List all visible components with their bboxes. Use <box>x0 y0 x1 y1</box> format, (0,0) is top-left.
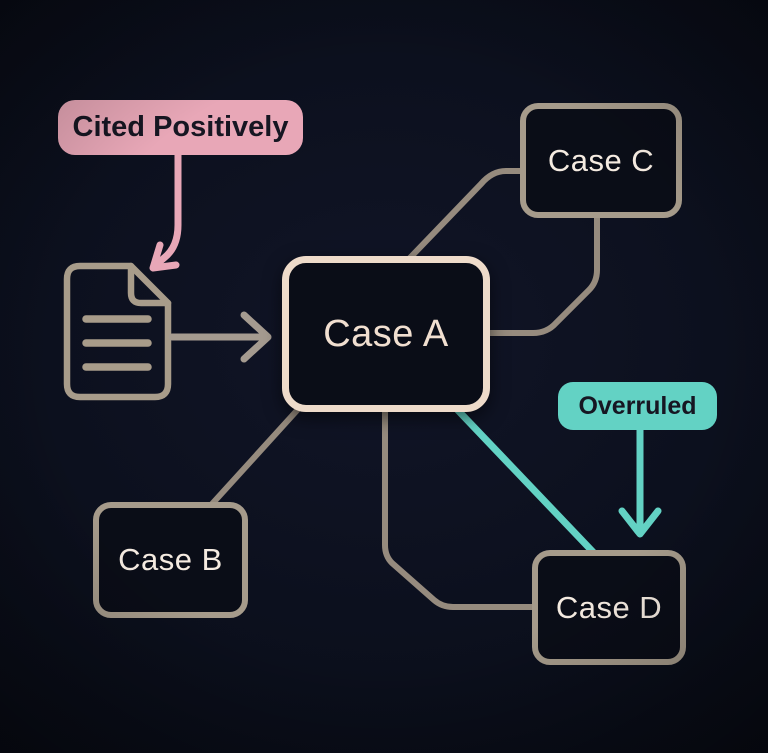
node-case-b: Case B <box>93 502 248 618</box>
arrowhead <box>618 507 662 538</box>
edge-case-c-to-case-a <box>484 210 600 336</box>
arrowhead <box>149 241 180 272</box>
edge-case-a-to-case-c <box>403 168 528 265</box>
node-case-a: Case A <box>282 256 490 412</box>
cited-positively-badge: Cited Positively <box>58 100 303 155</box>
arrowhead <box>240 311 272 363</box>
arrow-shaft <box>153 149 182 268</box>
node-case-c: Case C <box>520 103 682 218</box>
cited-positively-label: Cited Positively <box>72 111 289 143</box>
edge-case-a-to-case-d <box>382 406 538 610</box>
overruled-badge: Overruled <box>558 382 717 430</box>
edge-case-a-to-case-d-overruled <box>446 398 598 557</box>
edge-document-to-case-a <box>168 311 272 363</box>
overruled-label: Overruled <box>578 391 697 420</box>
node-case-d: Case D <box>532 550 686 665</box>
cited-positively-arrow <box>149 149 182 272</box>
overruled-arrow <box>618 426 662 538</box>
document-outline <box>63 262 172 401</box>
node-case-b-label: Case B <box>118 542 223 577</box>
document-icon <box>63 262 172 401</box>
node-case-c-label: Case C <box>547 142 655 178</box>
edge-case-a-to-case-b <box>209 403 304 507</box>
node-case-d-label: Case D <box>555 589 663 625</box>
node-case-a-label: Case A <box>323 312 449 355</box>
document-fold-corner <box>127 262 172 307</box>
